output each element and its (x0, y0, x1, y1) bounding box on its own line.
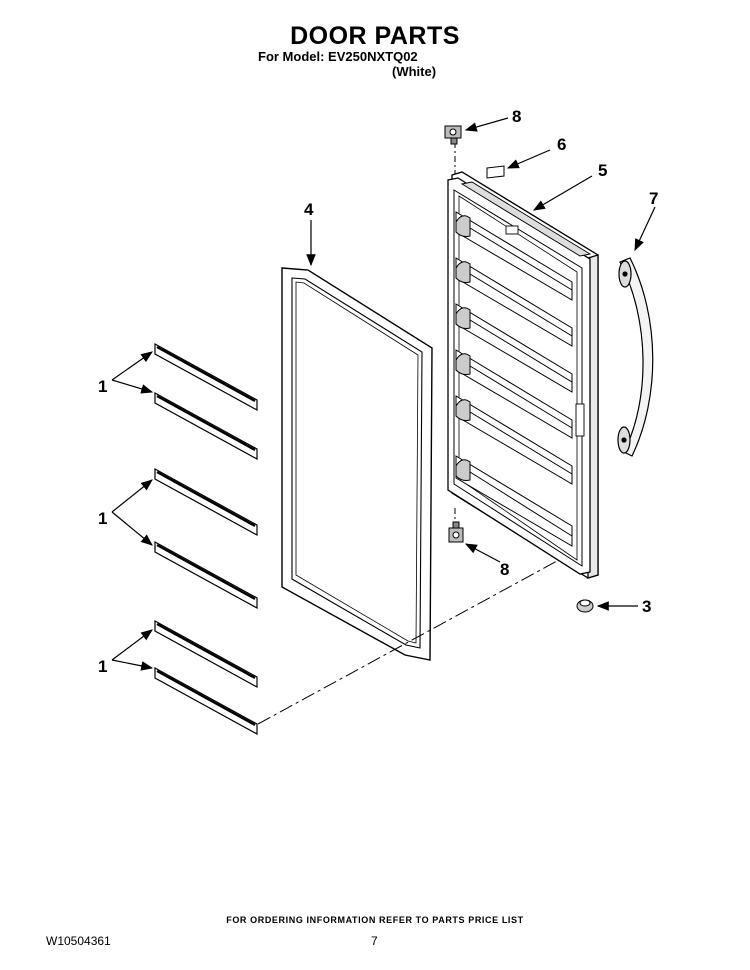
trim-strip (154, 666, 258, 736)
top-hinge (444, 125, 462, 145)
ordering-note: FOR ORDERING INFORMATION REFER TO PARTS … (226, 915, 524, 925)
door-top-clip (505, 225, 519, 235)
callout-hinge-bottom: 8 (500, 560, 509, 579)
callout-strip-2: 1 (98, 509, 107, 528)
door-label-part (486, 165, 505, 179)
bottom-hinge (448, 521, 464, 543)
trim-strip (154, 467, 258, 537)
callout-1-group-a (111, 351, 154, 394)
door-shelf (455, 395, 573, 485)
callout-gasket: 4 (304, 200, 314, 219)
door-shelf (455, 303, 573, 393)
door-shelf (455, 349, 573, 439)
page-title: DOOR PARTS (290, 22, 460, 50)
model-line: For Model: EV250NXTQ02 (258, 49, 418, 64)
callout-1-group-b (111, 479, 153, 546)
alignment-line (257, 554, 569, 725)
callout-1-group-c (111, 629, 154, 671)
door-shelf (455, 257, 573, 347)
callout-hinge-bottom-leader (464, 543, 501, 563)
callout-handle: 7 (649, 189, 658, 208)
callout-cap: 3 (642, 597, 651, 616)
callout-label-leader (506, 149, 551, 169)
callout-hinge-top: 8 (512, 107, 521, 126)
callout-handle-leader (634, 206, 656, 252)
hinge-cap (576, 599, 594, 613)
callout-door-leader (532, 175, 593, 211)
callout-label: 6 (557, 135, 566, 154)
door-shelf (455, 455, 573, 547)
page-number: 7 (371, 934, 378, 948)
door-shelves (455, 211, 573, 547)
door-latch (575, 403, 585, 437)
trim-strip (154, 391, 258, 461)
callout-strip-1: 1 (98, 377, 107, 396)
document-number: W10504361 (46, 934, 111, 948)
door-shelf (455, 211, 573, 301)
trim-strips (154, 342, 258, 736)
trim-strip (154, 619, 258, 689)
trim-strip (154, 342, 258, 412)
callout-door: 5 (598, 161, 607, 180)
callout-hinge-top-leader (464, 117, 509, 132)
door-handle (617, 257, 654, 457)
model-variant: (White) (392, 64, 437, 79)
callout-strip-3: 1 (98, 657, 107, 676)
door-gasket (281, 267, 433, 661)
trim-strip (154, 540, 258, 610)
